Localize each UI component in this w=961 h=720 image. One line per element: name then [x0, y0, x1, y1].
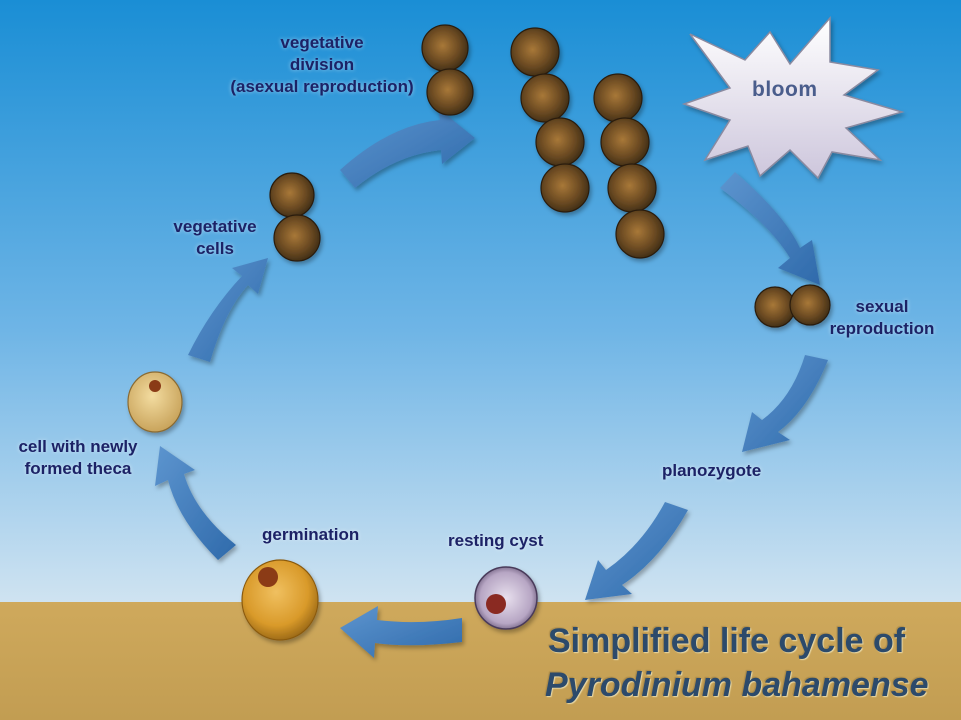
- vegetative-cells-pair: [269, 172, 321, 262]
- vegetative-division-cells: [421, 24, 665, 259]
- label-theca-cell: cell with newly formed theca: [18, 437, 138, 478]
- arrow-to-division: [340, 108, 475, 188]
- arrow-to-cyst: [585, 502, 688, 600]
- cycle-arrows: [155, 108, 828, 658]
- arrow-to-planozygote: [742, 355, 828, 452]
- title-line-1: Simplified life cycle of: [548, 622, 906, 660]
- theca-cell: [127, 371, 183, 433]
- arrow-to-sexual: [720, 172, 820, 285]
- resting-cyst: [474, 566, 538, 630]
- arrow-to-germination: [340, 606, 462, 658]
- title-line-2: Pyrodinium bahamense: [545, 666, 929, 704]
- label-germination: germination: [262, 525, 360, 544]
- label-sexual-reproduction: sexual reproduction: [829, 297, 935, 338]
- sexual-reproduction-cells: [754, 284, 831, 328]
- label-planozygote: planozygote: [662, 461, 762, 480]
- label-vegetative-cells: vegetative cells: [173, 217, 257, 258]
- germination-cell: [241, 559, 319, 641]
- arrow-to-theca: [155, 446, 236, 560]
- label-resting-cyst: resting cyst: [448, 531, 544, 550]
- arrow-to-vegetative: [188, 258, 268, 362]
- sediment-layer: [0, 602, 961, 720]
- label-vegetative-division: vegetative division (asexual reproductio…: [230, 33, 414, 96]
- bloom-starburst: [681, 15, 905, 180]
- label-bloom: bloom: [752, 78, 818, 101]
